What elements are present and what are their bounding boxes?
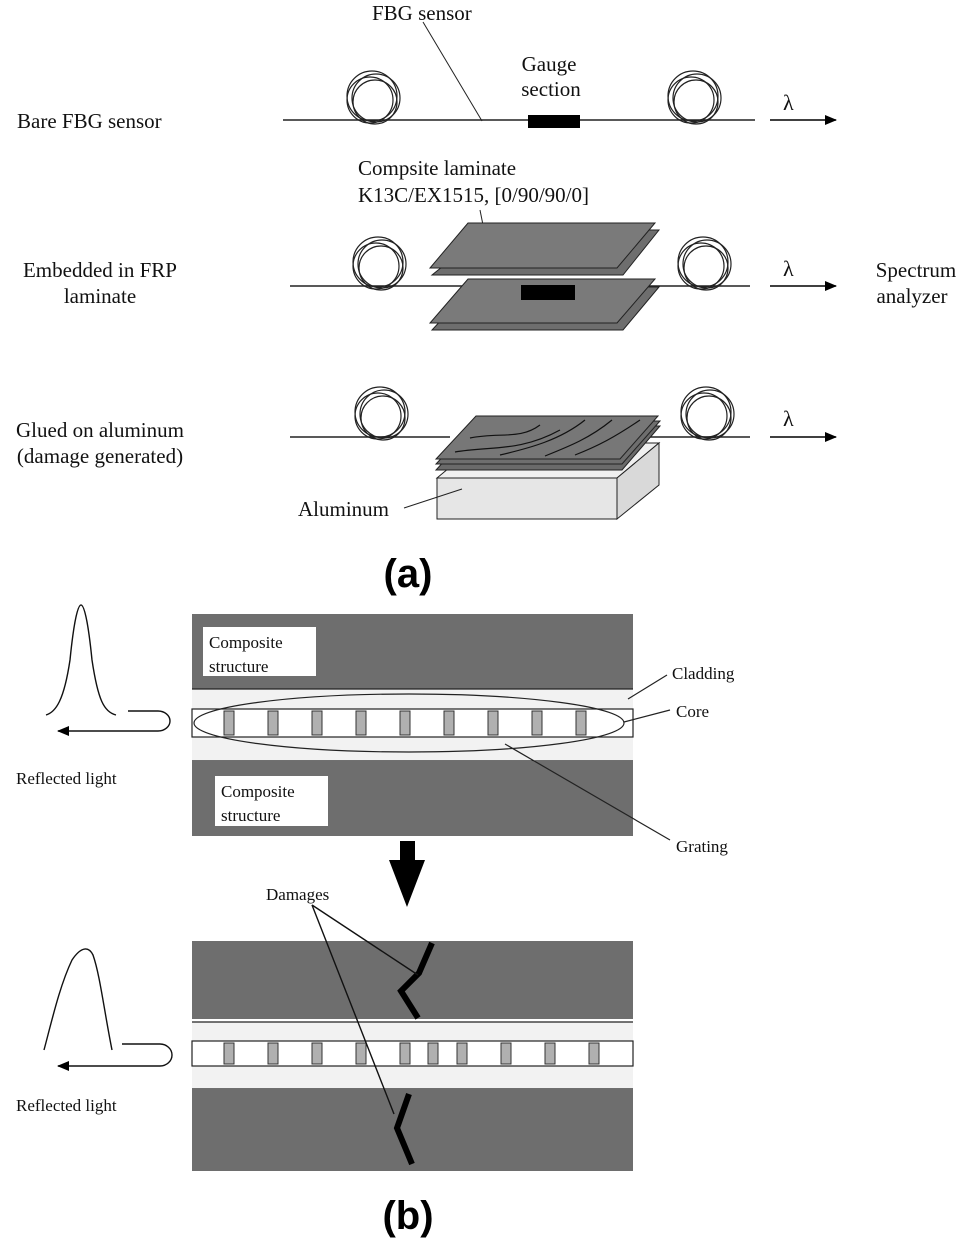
grating-marks-shifted [223,1042,600,1065]
composite-label-box-top [203,627,316,676]
composite-bottom [192,1089,633,1171]
transition-arrow [389,841,425,907]
row3-label-2: (damage generated) [17,444,183,468]
fiber-coil-left [352,236,407,291]
row2-label-2: laminate [64,284,136,308]
grating-ellipse [193,693,625,753]
laminate-label-1: Compsite laminate [358,156,516,180]
core-label: Core [676,702,709,721]
fiber-coil-right [667,70,722,125]
damage-crack-bottom [393,1093,415,1166]
fiber-coil-right [677,236,732,291]
embedded-gauge-block [521,285,575,300]
panel-b-label: (b) [382,1194,433,1238]
reflected-light-label: Reflected light [16,769,117,788]
damages-label: Damages [266,885,329,904]
reflected-light-label: Reflected light [16,1096,117,1115]
fiber-coil-left [354,386,409,441]
reflected-peak-narrow [45,604,117,716]
damage-cracks [454,419,641,457]
aluminum-leader-line [403,488,463,509]
grating-leader-line [504,743,671,841]
analyzer-label-1: Spectrum [876,258,956,282]
damages-leader-bottom [311,904,395,1115]
core-region [191,708,634,738]
aluminum-label: Aluminum [298,497,389,521]
grating-label: Grating [676,837,728,856]
gauge-label-1: Gauge [522,52,577,76]
damage-crack-top [397,941,435,1020]
lambda-label: λ [783,256,794,281]
reflected-arrow [57,1043,173,1071]
row1-label: Bare FBG sensor [17,109,162,133]
grating-marks [223,710,587,736]
row-glued-aluminum: Glued on aluminum (damage generated) Alu… [16,386,837,521]
gauge-label-2: section [521,77,581,101]
panel-b-undamaged: Composite structure Composite structure … [16,604,735,856]
composite-top-label-2: structure [209,657,268,676]
lambda-label: λ [783,90,794,115]
glued-laminate-top [434,415,660,460]
core-region [191,1040,634,1067]
gauge-section-block [528,115,580,128]
composite-bottom-label-1: Composite [221,782,295,801]
panel-b-damaged: Damages Reflected light [16,885,634,1171]
fiber-coil-right [680,386,735,441]
composite-bottom-label-2: structure [221,806,280,825]
panel-a-label: (a) [384,552,433,596]
laminate-lower [428,278,657,324]
analyzer-label-2: analyzer [876,284,947,308]
aluminum-front [436,477,618,520]
lambda-label: λ [783,406,794,431]
fbg-leader-line [422,21,483,122]
core-leader-line [623,709,671,723]
cladding-label: Cladding [672,664,735,683]
laminate-upper [428,222,657,269]
composite-top-label-1: Composite [209,633,283,652]
cladding-leader-line [627,674,668,700]
reflected-arrow [57,710,171,736]
row-bare-fbg: Bare FBG sensor FBG sensor Gauge section… [17,1,837,133]
row2-label-1: Embedded in FRP [23,258,177,282]
reflected-peak-broad [43,948,113,1051]
row-embedded-frp: Embedded in FRP laminate Compsite lamina… [23,156,956,331]
fbg-sensor-label: FBG sensor [372,1,472,25]
fiber-coil-left [346,70,401,125]
laminate-label-2: K13C/EX1515, [0/90/90/0] [358,183,589,207]
row3-label-1: Glued on aluminum [16,418,184,442]
damages-leader-top [311,904,419,976]
composite-label-box-bottom [215,776,328,826]
